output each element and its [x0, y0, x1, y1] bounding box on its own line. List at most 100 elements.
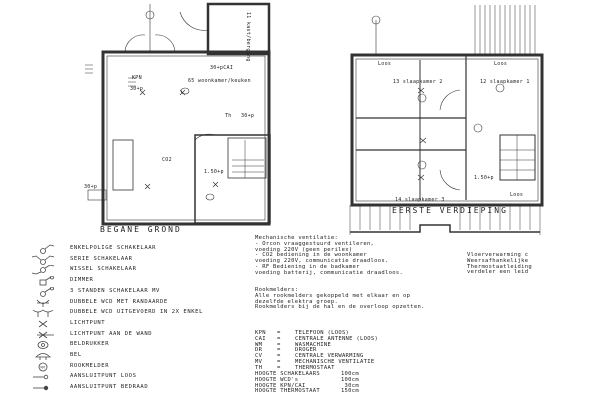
legend-label: LICHTPUNT AAN DE WAND: [70, 330, 153, 337]
height-row: HOOGTE THERMOSTAAT 150cm: [255, 389, 359, 395]
legend-row: BELDRUKKER: [0, 340, 250, 350]
series-switch-icon: [31, 255, 55, 265]
doorbell-button-icon: [37, 341, 49, 350]
two-way-switch-icon: [31, 265, 55, 275]
legend-row: LICHTPUNT: [0, 319, 250, 329]
abbreviation-row: TH = THERMOSTAAT: [255, 364, 378, 372]
abbreviation-row: KPN = TELEFOON (LOOS): [255, 330, 378, 337]
legend-label: AANSLUITPUNT LOOS: [70, 373, 137, 380]
abbreviations-list: KPN = TELEFOON (LOOS) CAI = CENTRALE ANTENNE…: [255, 330, 379, 372]
note-line: voeding 220V (geen perilex): [255, 246, 353, 253]
legend-label: ENKELPOLIGE SCHAKELAAR: [70, 245, 157, 251]
abbr-eq: =: [277, 335, 281, 342]
note-line: Thermostaatleiding: [467, 263, 533, 270]
abbr-eq: =: [277, 330, 281, 336]
plan-label-co2: CO2: [162, 157, 172, 163]
first-floor-plan: [349, 5, 544, 235]
note-line: voeding batterij, communicatie draadloos…: [255, 269, 404, 276]
abbr-meaning: DROGER: [295, 347, 317, 354]
legend-row: 3 STANDEN SCHAKELAAR MV: [0, 286, 250, 297]
plan-label-socket-height: 30+p: [130, 86, 144, 92]
legend-label: BELDRUKKER: [70, 341, 110, 348]
plan-label-kpn: KPN: [132, 75, 142, 81]
room-label-bedroom-2: 13 slaapkamer 2: [393, 79, 443, 85]
ground-floor-title: BEGANE GROND: [100, 225, 182, 234]
plan-label-socket-height-2: 30+p: [241, 113, 255, 119]
legend-row: AANSLUITPUNT LOOS: [0, 372, 250, 382]
legend-label: ROOKMELDER: [70, 362, 110, 369]
abbr-code: CAI: [255, 335, 266, 342]
legend-label: 3 STANDEN SCHAKELAAR MV: [70, 287, 160, 294]
legend-label: WISSEL SCHAKELAAR: [70, 266, 137, 273]
legend-row: DUBBELE WCD UITGEVOERD IN 2X ENKEL: [0, 308, 250, 318]
abbr-meaning: THERMOSTAAT: [295, 364, 335, 371]
note-line: Alle rookmelders gekoppeld met elkaar en…: [255, 292, 411, 299]
abbr-code: MV: [255, 358, 263, 365]
note-line: voeding 220V, communicatie draadloos.: [255, 258, 389, 265]
room-label-bedroom-1: 12 slaapkamer 1: [480, 79, 530, 85]
legend-row: WISSEL SCHAKELAAR: [0, 265, 250, 275]
double-socket-earth-icon: [36, 299, 50, 307]
legend-label: DUBBELE WCD UITGEVOERD IN 2X ENKEL: [70, 309, 203, 316]
wall-light-icon: [37, 331, 54, 338]
room-label-storage: 11 kast/berging: [245, 12, 251, 62]
note-line: Vloerverwarming c: [467, 252, 529, 258]
svg-text:RM: RM: [41, 365, 45, 369]
abbr-eq: =: [277, 358, 281, 365]
legend-label: BEL: [70, 352, 82, 358]
abbr-code: WM: [255, 341, 263, 348]
legend-row: RM ROOKMELDER: [0, 362, 250, 372]
abbr-meaning: CENTRALE ANTENNE (LOOS): [295, 335, 379, 342]
legend-label: LICHTPUNT: [70, 319, 106, 326]
note-line: - CO2 bediening in de woonkamer: [255, 252, 367, 259]
height-value: 150cm: [340, 388, 359, 395]
height-value: 100cm: [340, 376, 359, 383]
abbr-code: DR: [255, 347, 263, 354]
height-label: HOOGTE THERMOSTAAT: [255, 388, 321, 395]
ventilation-notes: Mechanische ventilatie: - Orcon vraagges…: [255, 235, 404, 277]
room-label-living-kitchen: 65 woonkamer/keuken: [188, 78, 251, 84]
legend-row: AANSLUITPUNT BEDRAAD: [0, 383, 250, 393]
legend-row: DIMMER: [0, 276, 250, 286]
smoke-detector-notes: Rookmelders: Alle rookmelders gekoppeld …: [255, 287, 425, 311]
abbr-code: KPN: [255, 330, 266, 336]
smoke-detector-icon: RM: [38, 362, 48, 372]
plan-label-cai: 30+pCAI: [210, 65, 234, 71]
abbreviation-row: CV=CENTRALE VERWARMING: [255, 353, 378, 360]
height-label: HOOGTE WCD's: [255, 376, 299, 383]
height-label: HOOGTE SCHAKELAARS: [255, 371, 321, 377]
legend-label: DIMMER: [70, 277, 94, 284]
note-line: Rookmelders:: [255, 287, 299, 293]
abbreviation-row: CAI = CENTRALE ANTENNE (LOOS): [255, 335, 379, 343]
legend-row: ENKELPOLIGE SCHAKELAAR: [0, 244, 250, 254]
connection-point-empty-icon: [33, 375, 49, 380]
note-line: Rookmelders bij de hal en de overloop op…: [255, 304, 425, 311]
symbol-legend: ENKELPOLIGE SCHAKELAAR SERIE SCHAKELAAR …: [0, 244, 250, 394]
legend-label: DUBBELE WCD MET RANDAARDE: [70, 298, 168, 305]
plan-label-thermostat: Th: [225, 113, 232, 119]
height-value: 100cm: [340, 371, 359, 377]
plan-label-loos-2: Loos: [494, 61, 508, 67]
note-line: verdeler een leid: [467, 269, 529, 276]
dimmer-icon: [39, 276, 54, 286]
bell-icon: [35, 353, 51, 360]
legend-label: AANSLUITPUNT BEDRAAD: [70, 384, 149, 391]
height-row: HOOGTE SCHAKELAARS 100cm: [255, 371, 359, 378]
note-line: - RF Bediening in de badkamer: [255, 263, 360, 270]
abbr-code: TH: [255, 364, 263, 371]
abbr-eq: =: [277, 364, 281, 371]
note-line: Mechanische ventilatie:: [255, 235, 339, 241]
light-point-icon: [38, 320, 48, 328]
plan-label-socket-height-3: 30+p: [84, 184, 98, 190]
height-row: HOOGTE WCD's 100cm: [255, 376, 359, 384]
abbreviation-row: MV=MECHANISCHE VENTILATIE: [255, 358, 378, 366]
abbr-meaning: TELEFOON (LOOS): [295, 330, 350, 336]
abbr-eq: =: [277, 347, 281, 354]
abbreviation-row: DR = DROGER: [255, 347, 378, 354]
plan-label-loos-1: Loos: [378, 61, 392, 67]
abbr-eq: =: [277, 341, 281, 348]
plan-label-height-150: 1.50+p: [204, 169, 224, 175]
